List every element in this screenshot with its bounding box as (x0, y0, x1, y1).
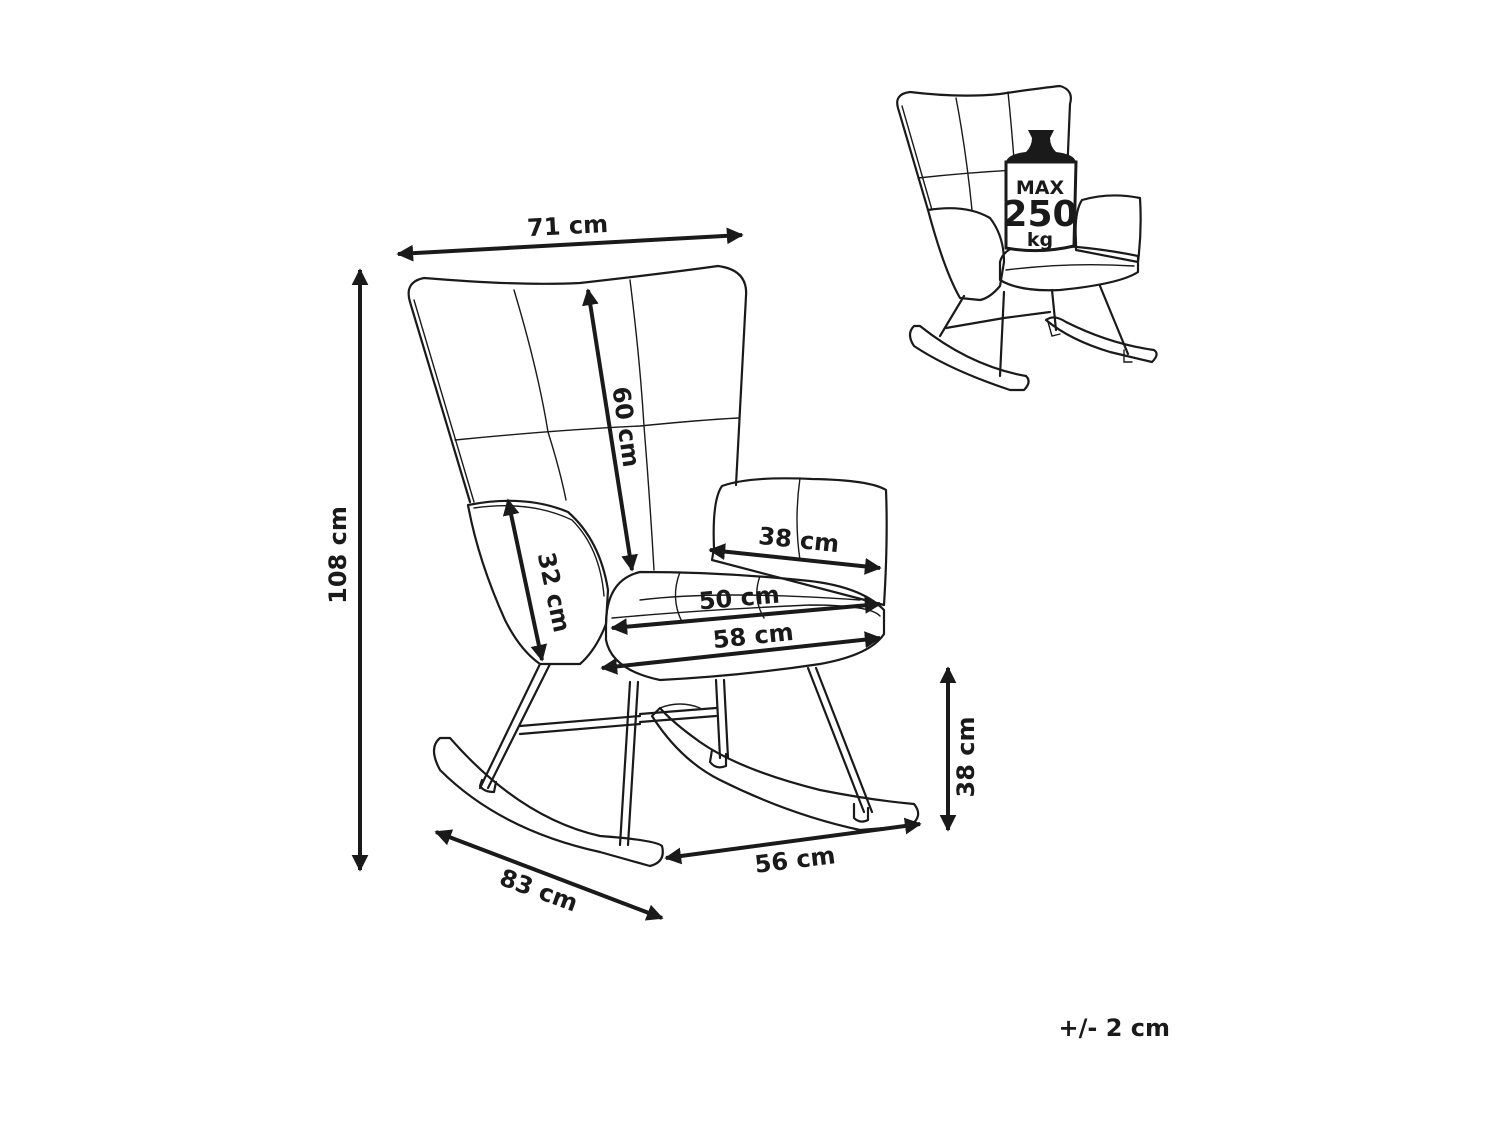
main-chair-drawing (407, 264, 920, 868)
weight-icon (1004, 130, 1078, 253)
rocker-width-arrow (664, 817, 922, 865)
armrest-height-label: 32 cm (532, 550, 576, 635)
seat-height-label: 38 cm (952, 717, 980, 798)
seat-depth-arrow (610, 596, 882, 636)
chair-right-arm (710, 477, 888, 607)
seat-width-arrow (600, 631, 882, 675)
armrest-depth-arrow (708, 543, 882, 575)
max-load-unit: kg (1027, 229, 1053, 251)
armrest-depth-label: 38 cm (757, 522, 840, 558)
depth-arrow (434, 829, 664, 921)
chair-backrest (407, 264, 748, 504)
chair-back-rocker (650, 706, 920, 832)
max-load-value: 250 (1002, 194, 1077, 235)
chair-left-arm (466, 499, 610, 666)
back-height-arrow (582, 288, 638, 572)
seat-depth-label: 50 cm (698, 581, 781, 616)
rocker-width-label: 56 cm (753, 841, 837, 879)
chair-front-rocker (432, 736, 664, 868)
tolerance-note: +/- 2 cm (1059, 1014, 1170, 1042)
chair-seat (604, 570, 886, 682)
max-load-prefix: MAX (1016, 177, 1065, 199)
width-label: 71 cm (526, 210, 608, 242)
width-arrow (396, 227, 744, 262)
dimension-labels: 71 cm 108 cm 60 cm 32 cm 38 cm 50 cm 58 … (324, 210, 980, 918)
armrest-height-arrow (502, 498, 548, 662)
dimension-lines (351, 227, 957, 921)
max-load-chair-drawing (896, 84, 1158, 392)
height-label: 108 cm (324, 506, 352, 604)
